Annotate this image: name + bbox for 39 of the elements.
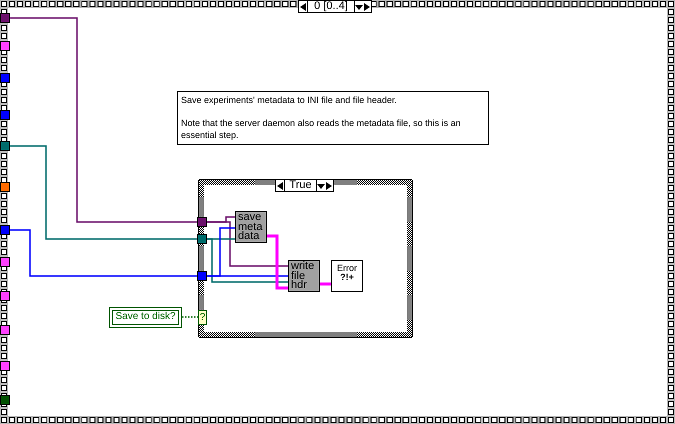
wire (182, 316, 198, 318)
wire (10, 229, 197, 277)
tunnel-terminal (0, 395, 10, 405)
tunnel-terminal (197, 234, 207, 244)
terminal-label: ? (199, 311, 206, 324)
error-handler-block (331, 260, 363, 292)
wire (207, 275, 288, 277)
tunnel-terminal (0, 257, 10, 267)
selector-label: True (284, 180, 317, 191)
selector-label: 0 [0..4] (307, 1, 355, 12)
wire (267, 234, 288, 290)
block-label: save meta data (238, 213, 264, 242)
tunnel-terminal (0, 325, 10, 335)
case-structure (198, 179, 413, 338)
wire (207, 238, 288, 283)
function-block (288, 260, 320, 292)
tunnel-terminal (0, 41, 10, 51)
error-label: Error (336, 264, 358, 273)
wire (10, 145, 197, 240)
comment-box (177, 91, 489, 145)
comment-text: Save experiments' metadata to INI file and file header. (181, 94, 398, 106)
tunnel-terminal (0, 225, 10, 235)
tunnel-terminal (197, 271, 207, 281)
error-label: ?!+ (339, 273, 355, 282)
tunnel-terminal (0, 110, 10, 120)
wire (207, 221, 288, 267)
block-label: write file hdr (291, 262, 316, 290)
tunnel-terminal (0, 361, 10, 371)
tunnel-terminal (0, 141, 10, 151)
tunnel-terminal (0, 73, 10, 83)
tunnel-terminal (0, 291, 10, 301)
tunnel-terminal (0, 13, 10, 23)
control-label: Save to disk? (114, 311, 177, 323)
tunnel-terminal (197, 217, 207, 227)
comment-text: Note that the server daemon also reads the metadata file, so this is an essential step. (181, 117, 462, 141)
tunnel-terminal (0, 182, 10, 192)
wire (10, 17, 197, 223)
boolean-control (109, 307, 182, 328)
wire (320, 282, 331, 286)
